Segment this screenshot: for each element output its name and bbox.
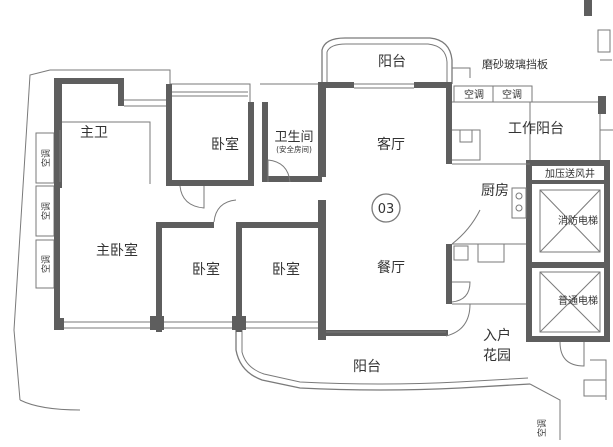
room-labels: 主卫 卧室 卫生间 (安全房间) 客厅 03 主卧室 卧室 卧室 餐厅 厨房 工… (40, 54, 598, 437)
ac-side-label-1: 空调 (40, 149, 52, 167)
walls (54, 0, 610, 342)
living-label: 客厅 (377, 136, 405, 153)
bathroom-label: 卫生间 (274, 130, 313, 145)
master-bedroom-label: 主卧室 (96, 242, 138, 259)
balcony-bottom-label: 阳台 (353, 359, 381, 375)
dining-label: 餐厅 (377, 260, 405, 276)
bathroom-note-label: (安全房间) (276, 144, 312, 154)
work-balcony-label: 工作阳台 (508, 121, 564, 137)
ac-side-label-2: 空调 (40, 202, 52, 220)
bottom-right-label: 空调 (536, 419, 548, 437)
bedroom-mid-label: 卧室 (192, 261, 220, 278)
frosted-glass-label: 磨砂玻璃挡板 (482, 57, 548, 71)
unit-number-label: 03 (378, 202, 395, 217)
ac-right-label: 空调 (502, 88, 522, 101)
normal-elevator-label: 普通电梯 (558, 294, 598, 307)
master-bath-label: 主卫 (80, 125, 108, 141)
fixtures (59, 29, 612, 400)
entry-garden-label-2: 花园 (483, 348, 511, 364)
kitchen-label: 厨房 (481, 183, 509, 199)
balcony-outlines (13, 37, 613, 440)
entry-garden-label-1: 入户 (483, 327, 511, 344)
bedroom-right-label: 卧室 (272, 261, 300, 278)
pressure-shaft-label: 加压送风井 (545, 167, 595, 180)
ac-side-label-3: 空调 (40, 255, 52, 273)
bedroom-top-label: 卧室 (211, 136, 239, 153)
ac-left-label: 空调 (464, 88, 484, 101)
fire-elevator-label: 消防电梯 (558, 214, 598, 227)
balcony-top-label: 阳台 (378, 54, 406, 70)
